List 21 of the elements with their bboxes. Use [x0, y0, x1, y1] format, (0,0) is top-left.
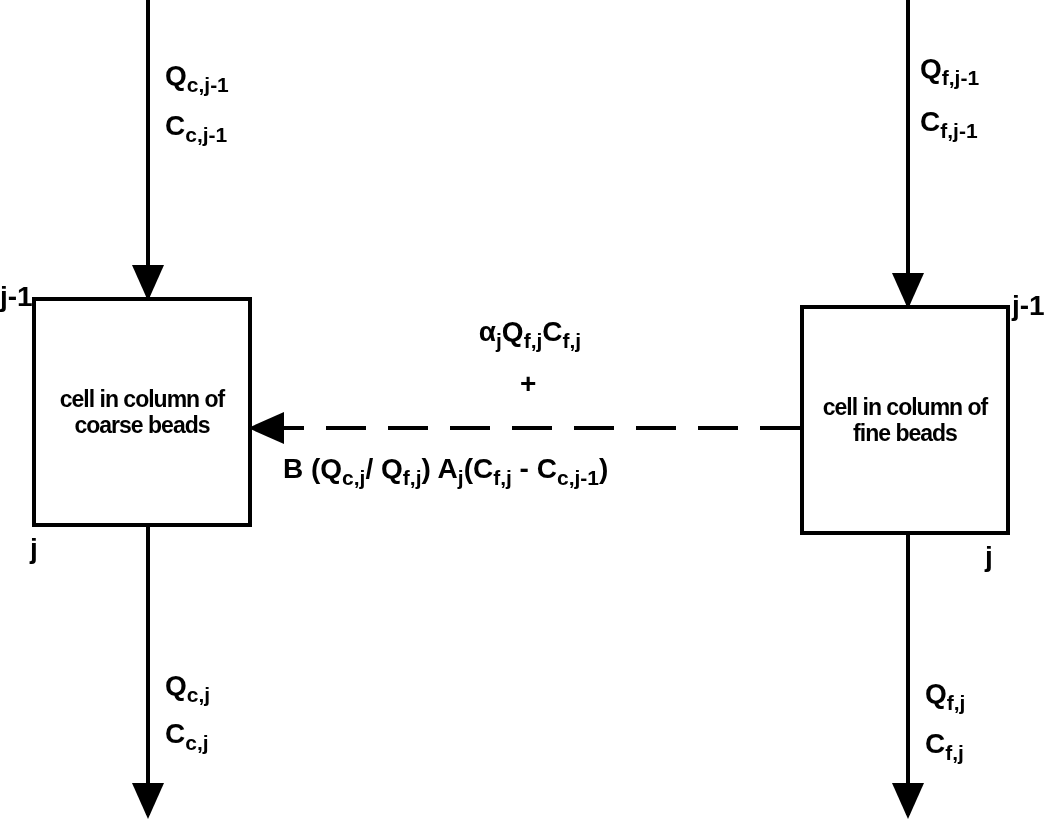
flow-label: B (Q$_{c,j}$/ Q$_{f,j}$) A$_{j}$(C$_{f,j}$ - C$_{c,j-1}$): [283, 455, 609, 488]
cell-index-label: j: [30, 535, 38, 563]
cell-index-label: j: [985, 543, 993, 571]
flow-label: +: [520, 370, 537, 398]
process-box: [32, 297, 252, 527]
flow-label: Q$_{c,j-1}$: [165, 62, 229, 95]
flow-label: Q$_{f,j}$: [925, 680, 966, 713]
edge-label: α$_{j}$Q$_{f,j}$C$_{f,j}$: [478, 318, 582, 351]
box-label: cell in column of fine beads: [821, 393, 989, 447]
box-label: cell in column of coarse beads: [58, 385, 226, 439]
flow-label: C$_{f,j}$: [925, 730, 964, 763]
flow-label: C$_{f,j-1}$: [920, 108, 978, 141]
flow-label: C$_{c,j}$: [165, 720, 209, 753]
cell-index-label: j-1: [0, 283, 33, 311]
cell-index-label: j-1: [1012, 292, 1045, 320]
flow-label: C$_{c,j-1}$: [165, 112, 228, 145]
flow-label: Q$_{f,j-1}$: [920, 55, 980, 88]
arrow: [892, 535, 924, 819]
arrow: [132, 527, 164, 819]
process-box: [800, 305, 1010, 535]
flow-label: Q$_{c,j}$: [165, 672, 211, 705]
